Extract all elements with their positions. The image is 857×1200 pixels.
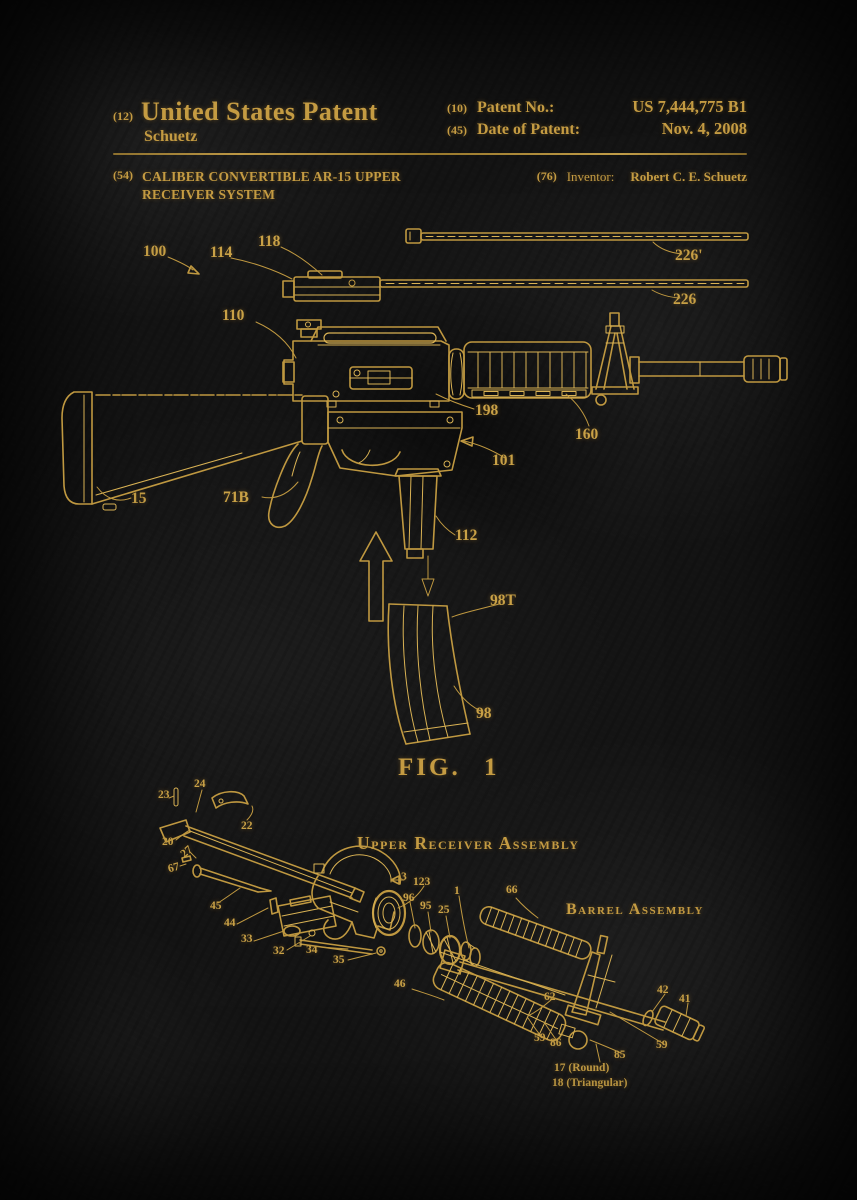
part-callout: 112 bbox=[455, 527, 478, 544]
part-callout: 101 bbox=[492, 452, 516, 469]
fig2-spring-leader bbox=[515, 897, 539, 919]
header-divider bbox=[113, 153, 747, 155]
inventor-label: Inventor: bbox=[566, 169, 615, 184]
part-callout: 34 bbox=[306, 944, 318, 956]
part-callout: 33 bbox=[241, 933, 253, 945]
part-callout: 59 bbox=[534, 1032, 546, 1044]
part-callout: 160 bbox=[575, 426, 599, 443]
part-callout: 118 bbox=[258, 233, 281, 250]
fig2-barrel bbox=[439, 949, 666, 1031]
fig2-handguard-spring bbox=[479, 905, 592, 960]
variant-note: 17 (Round) bbox=[554, 1062, 610, 1074]
variant-note: 18 (Triangular) bbox=[552, 1077, 628, 1089]
part-callout: 123 bbox=[413, 876, 431, 888]
inventor-surname: Schuetz bbox=[144, 128, 198, 145]
patent-no-kind: (10) bbox=[447, 101, 467, 115]
patent-no-value: US 7,444,775 B1 bbox=[632, 97, 747, 116]
part-callout: 46 bbox=[394, 978, 406, 990]
inventor-kind: (76) bbox=[536, 169, 557, 183]
part-callout: 59 bbox=[656, 1039, 668, 1051]
fig2-charging-handle bbox=[159, 787, 365, 903]
fig1-lower-receiver bbox=[61, 391, 463, 559]
fig1-upper-receiver bbox=[255, 312, 788, 459]
fig1-bolt-carrier bbox=[167, 246, 749, 302]
part-callout: 1 bbox=[454, 885, 460, 897]
part-callout: 85 bbox=[614, 1049, 626, 1061]
part-callout: 41 bbox=[679, 993, 691, 1005]
fig2-handguard-half bbox=[432, 961, 567, 1042]
patent-no-label: Patent No.: bbox=[477, 99, 555, 116]
date-label: Date of Patent: bbox=[477, 121, 581, 138]
fig1-arrows bbox=[359, 531, 435, 622]
header-right: (10) Patent No.: US 7,444,775 B1 (45) Da… bbox=[447, 97, 747, 141]
fig1-magazine bbox=[387, 603, 500, 745]
fig2-barrel-leaders bbox=[411, 988, 689, 1063]
fig2-firing-pin bbox=[179, 851, 272, 904]
handguard-ribs bbox=[477, 351, 587, 389]
part-callout: 45 bbox=[210, 900, 222, 912]
part-callout: 44 bbox=[224, 917, 236, 929]
fig2-ring-stack bbox=[408, 895, 481, 967]
upper-receiver-assembly-title: Upper Receiver Assembly bbox=[357, 833, 580, 853]
fig1-cleaning-rod bbox=[405, 228, 749, 255]
part-callout: 42 bbox=[657, 984, 669, 996]
part-callout: 86 bbox=[550, 1037, 562, 1049]
fig2-flash-hider bbox=[654, 1005, 706, 1042]
part-callout: 226 bbox=[673, 291, 697, 308]
date-value: Nov. 4, 2008 bbox=[661, 119, 747, 138]
fig2-bolt-carrier-parts bbox=[236, 895, 386, 961]
part-callout: 3 bbox=[401, 871, 407, 883]
fig2-upper-receiver bbox=[311, 845, 425, 940]
part-callout: 35 bbox=[333, 954, 345, 966]
invention-title-kind: (54) bbox=[113, 168, 133, 182]
barrel-assembly-title: Barrel Assembly bbox=[566, 901, 704, 918]
inventor-block: (76) Inventor: Robert C. E. Schuetz bbox=[537, 169, 747, 204]
part-callout: 71B bbox=[223, 489, 249, 506]
part-callout: 98 bbox=[476, 705, 492, 722]
inventor-name: Robert C. E. Schuetz bbox=[630, 169, 747, 184]
part-callout: 25 bbox=[438, 904, 450, 916]
part-callout: 226' bbox=[675, 247, 703, 264]
patent-header: (12) United States Patent Schuetz (10) P… bbox=[113, 97, 747, 204]
part-callout: 15 bbox=[131, 490, 147, 507]
part-callout: 198 bbox=[475, 402, 499, 419]
doc-kind-number: (12) bbox=[113, 109, 133, 123]
part-callout: 32 bbox=[273, 945, 285, 957]
fig1-caption: FIG. 1 bbox=[398, 754, 500, 781]
patent-title: United States Patent bbox=[141, 97, 378, 126]
part-callout: 95 bbox=[420, 900, 432, 912]
fig2-front-sight bbox=[558, 934, 616, 1050]
part-callout: 114 bbox=[210, 244, 233, 261]
part-callout: 22 bbox=[241, 820, 253, 832]
header-left: (12) United States Patent Schuetz bbox=[113, 97, 378, 146]
date-kind: (45) bbox=[447, 123, 467, 137]
part-callout: 24 bbox=[194, 778, 206, 790]
part-callout: 66 bbox=[506, 884, 518, 896]
part-callout: 100 bbox=[143, 243, 167, 260]
part-callout: 110 bbox=[222, 307, 245, 324]
part-callout: 23 bbox=[158, 789, 170, 801]
part-callout: 96 bbox=[403, 892, 415, 904]
